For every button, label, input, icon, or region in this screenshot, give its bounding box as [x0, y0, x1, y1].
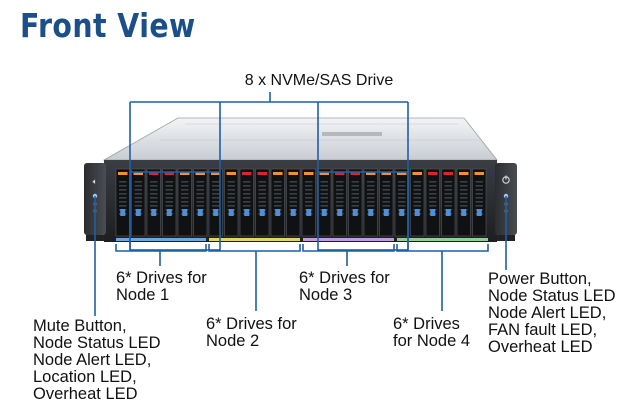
drive-bay	[255, 168, 270, 237]
drive-bay	[239, 168, 254, 237]
drive-bay	[270, 168, 285, 237]
drive-bay	[286, 168, 301, 237]
right-panel-label: Power Button, Node Status LED Node Alert…	[488, 270, 616, 356]
drive-bay	[441, 168, 456, 237]
node3-label: 6* Drives for Node 3	[299, 269, 390, 304]
mute-icon: 🔈︎	[93, 177, 98, 186]
node2-strip	[209, 238, 300, 241]
node2-label: 6* Drives for Node 2	[206, 315, 297, 350]
drive-bay	[317, 168, 332, 237]
drive-bays	[115, 168, 487, 237]
drive-bay	[115, 168, 130, 237]
drive-bay	[193, 168, 208, 237]
drive-bay	[363, 168, 378, 237]
drive-bay	[379, 168, 394, 237]
drive-bay	[456, 168, 471, 237]
page-title: Front View	[20, 6, 196, 45]
drive-bay	[348, 168, 363, 237]
drive-bay	[131, 168, 146, 237]
drive-bay	[472, 168, 487, 237]
drive-bay	[146, 168, 161, 237]
drive-bay	[301, 168, 316, 237]
left-panel-label: Mute Button, Node Status LED Node Alert …	[33, 317, 161, 403]
node1-strip	[116, 238, 206, 241]
callout-lines	[94, 92, 507, 316]
node4-strip	[397, 238, 488, 241]
drive-bay	[332, 168, 347, 237]
drive-bay	[394, 168, 409, 237]
drive-bay	[425, 168, 440, 237]
drive-bay	[208, 168, 223, 237]
node1-label: 6* Drives for Node 1	[116, 269, 207, 304]
node3-strip	[303, 238, 394, 241]
drive-bay	[410, 168, 425, 237]
drive-bay	[224, 168, 239, 237]
drive-bay	[162, 168, 177, 237]
drive-header-label: 8 x NVMe/SAS Drive	[244, 72, 394, 89]
drive-bay	[177, 168, 192, 237]
node4-label: 6* Drives for Node 4	[393, 315, 471, 350]
